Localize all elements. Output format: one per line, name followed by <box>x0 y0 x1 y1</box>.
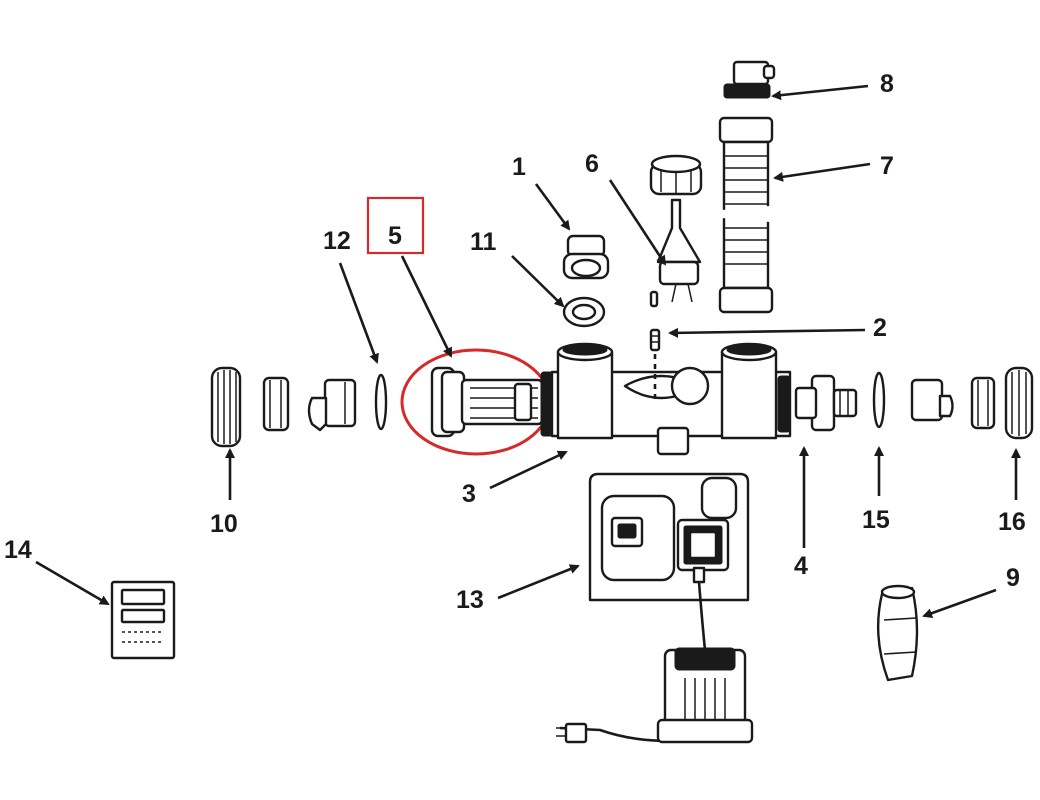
callout-15: 15 <box>862 506 890 534</box>
part-9-cap[interactable] <box>876 584 919 682</box>
part-6-flow-switch[interactable] <box>649 198 702 308</box>
callout-arrows <box>35 84 1021 618</box>
right-elbow-fitting <box>910 378 954 422</box>
part-2-screw[interactable] <box>649 328 661 352</box>
callout-5: 5 <box>388 222 402 250</box>
left-union-collar <box>262 376 290 432</box>
part-12-o-ring[interactable] <box>374 373 388 431</box>
part-13-control-box[interactable] <box>588 472 750 602</box>
part-8-valve-top[interactable] <box>723 60 776 99</box>
callout-14: 14 <box>4 536 32 564</box>
part-3-main-body[interactable] <box>540 342 792 456</box>
part-4-fitting[interactable] <box>794 374 858 432</box>
part-15-o-ring[interactable] <box>872 371 886 429</box>
callout-12: 12 <box>323 227 351 255</box>
callout-2: 2 <box>873 314 887 342</box>
part-10-union-nut[interactable] <box>210 366 242 448</box>
callout-8: 8 <box>880 70 894 98</box>
power-transformer <box>656 647 754 744</box>
callout-10: 10 <box>210 510 238 538</box>
right-union-collar <box>970 376 996 430</box>
callout-11: 11 <box>470 228 497 256</box>
part-14-remote-display[interactable] <box>110 580 176 660</box>
flow-switch-nut <box>649 154 703 196</box>
part-1-fitting[interactable] <box>562 234 610 280</box>
callout-16: 16 <box>998 508 1026 536</box>
callout-9: 9 <box>1006 564 1020 592</box>
callout-13: 13 <box>456 586 484 614</box>
callout-6: 6 <box>585 150 599 178</box>
part-16-union-nut[interactable] <box>1004 366 1034 440</box>
part-5-cell-cartridge[interactable] <box>430 366 544 438</box>
callout-4: 4 <box>794 552 808 580</box>
callout-labels: 1 2 3 4 5 6 7 8 9 10 11 12 13 14 15 16 <box>4 70 1026 614</box>
part-5-highlight-box <box>366 196 425 255</box>
callout-7: 7 <box>880 152 894 180</box>
plug-icon <box>556 722 588 744</box>
left-elbow-fitting <box>307 378 357 432</box>
part-11-ring[interactable] <box>562 296 606 328</box>
part-7-flex-hose[interactable] <box>718 116 774 314</box>
callout-3: 3 <box>462 480 476 508</box>
callout-1: 1 <box>512 153 526 181</box>
